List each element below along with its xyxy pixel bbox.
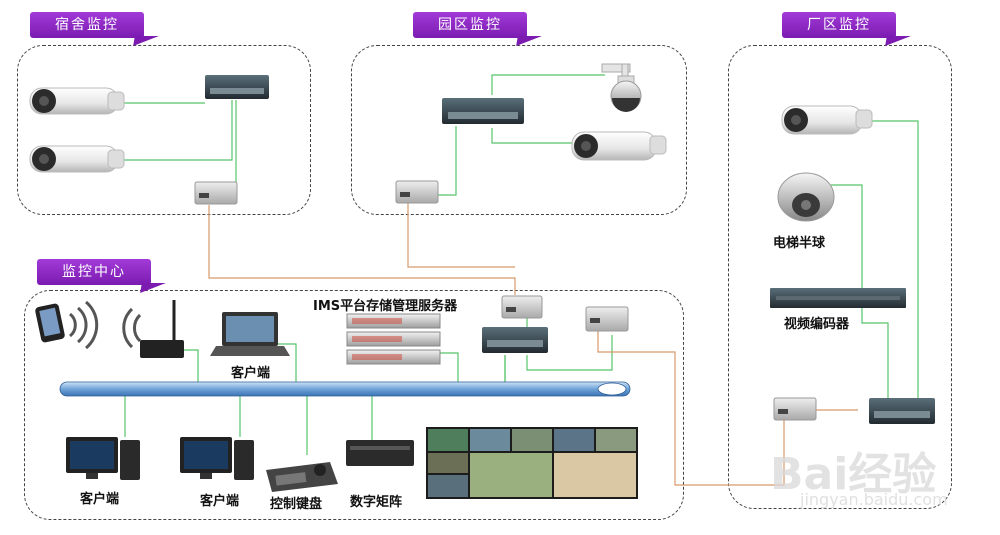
client-laptop-label: 客户端 (231, 366, 271, 381)
keyboard-label: 控制键盘 (270, 497, 323, 512)
fiber-links (208, 203, 858, 486)
dormitory-zone (17, 45, 311, 215)
monitoring-center-tag: 监控中心 (37, 259, 151, 285)
network-switch-icon (869, 398, 935, 424)
bullet-camera-icon (571, 131, 667, 161)
desktop-pc-icon (180, 437, 254, 480)
digital-matrix-icon (346, 440, 414, 466)
client-pc1-label: 客户端 (80, 492, 120, 507)
park-tag: 园区监控 (413, 12, 527, 38)
client-pc2-label: 客户端 (200, 494, 240, 509)
ptz-camera-icon (601, 63, 642, 112)
ims-server-label: IMS平台存储管理服务器 (313, 299, 458, 314)
matrix-label: 数字矩阵 (350, 495, 403, 510)
video-encoder-label: 视频编码器 (784, 317, 850, 332)
smartphone-icon (35, 300, 99, 350)
desktop-pc-icon (66, 437, 140, 480)
dormitory-tag: 宿舍监控 (30, 12, 144, 38)
watermark-url: jingyan.baidu.com (800, 490, 948, 509)
bullet-camera-icon (781, 105, 873, 135)
server-rack-icon (346, 313, 441, 365)
video-wall-icon (426, 427, 638, 499)
bullet-camera-icon (29, 87, 125, 115)
media-converter-icon (501, 295, 543, 319)
media-converter-icon (395, 180, 439, 204)
network-bus (59, 381, 631, 397)
network-switch-icon (482, 327, 548, 353)
watermark-brand: Bai经验 (770, 449, 937, 500)
media-converter-icon (773, 397, 817, 421)
factory-tag: 厂区监控 (782, 12, 896, 38)
network-switch-icon (205, 75, 269, 99)
wireless-router-icon (122, 300, 184, 358)
monitoring-center-zone (24, 290, 684, 520)
network-switch-icon (442, 98, 524, 124)
video-encoder-icon (770, 288, 906, 308)
control-keyboard-icon (266, 462, 338, 492)
factory-zone (728, 45, 952, 509)
media-converter-icon (585, 306, 629, 332)
media-converter-icon (194, 181, 238, 205)
laptop-icon (210, 312, 290, 356)
elevator-dome-label: 电梯半球 (773, 236, 826, 251)
bullet-camera-icon (29, 145, 125, 173)
dome-camera-icon (777, 172, 835, 222)
